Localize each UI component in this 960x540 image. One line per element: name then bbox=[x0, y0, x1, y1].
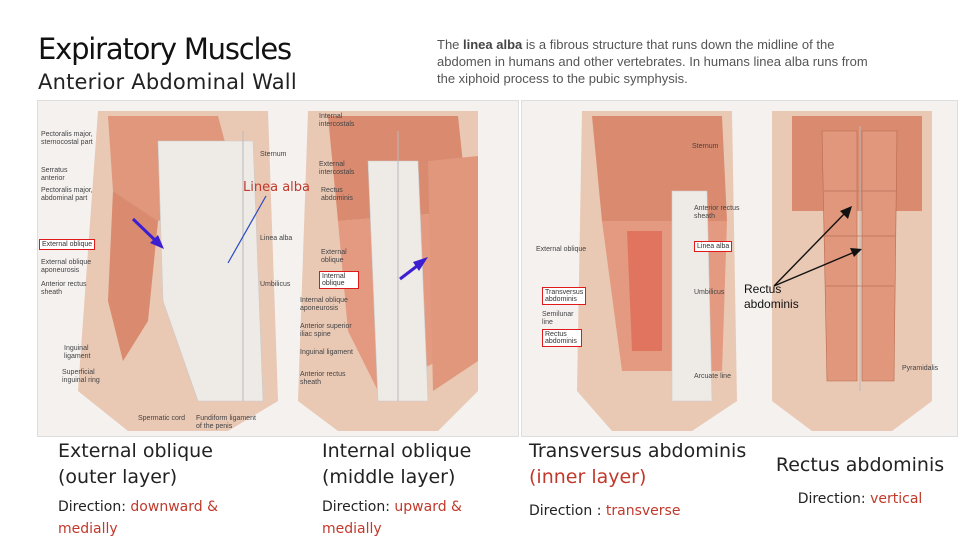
direction-value: vertical bbox=[870, 491, 923, 507]
label-anterior-superior-iliac-spine: Anterior superior iliac spine bbox=[300, 323, 352, 338]
anatomy-illustration-right bbox=[522, 101, 957, 436]
caption-rectus-direction: Direction: vertical bbox=[770, 488, 950, 510]
label-internal-intercostals: Internal intercostals bbox=[319, 113, 355, 128]
label-linea-alba-boxed: Linea alba bbox=[694, 241, 733, 252]
label-sternum-fig1: Sternum bbox=[260, 151, 287, 158]
caption-transversus-name: Transversus abdominis bbox=[529, 440, 747, 462]
label-external-oblique-fig2: External oblique bbox=[536, 246, 587, 253]
label-serratus-anterior: Serratus anterior bbox=[41, 167, 68, 182]
caption-internal-oblique: Internal oblique (middle layer) Directio… bbox=[322, 438, 522, 540]
direction-label: Direction: bbox=[58, 499, 131, 515]
caption-internal-oblique-direction: Direction: upward & medially bbox=[322, 496, 522, 540]
caption-transversus-direction: Direction : transverse bbox=[529, 500, 769, 522]
label-anterior-rectus-sheath-fig1: Anterior rectus sheath bbox=[300, 371, 346, 386]
label-sternum-fig2: Sternum bbox=[692, 143, 719, 150]
caption-rectus-abdominis: Rectus abdominis Direction: vertical bbox=[770, 452, 950, 510]
label-spermatic-cord: Spermatic cord bbox=[138, 415, 186, 422]
label-arcuate-line: Arcuate line bbox=[694, 373, 731, 380]
direction-value-line2: medially bbox=[322, 521, 382, 537]
label-inguinal-ligament-fig1: Inguinal ligament bbox=[300, 349, 353, 356]
direction-value: upward & bbox=[394, 499, 462, 515]
label-external-oblique-boxed: External oblique bbox=[39, 239, 96, 250]
direction-label: Direction: bbox=[322, 499, 395, 515]
label-rectus-abdominis-boxed: Rectus abdominis bbox=[542, 329, 582, 347]
rectus-annotation-line2: abdominis bbox=[744, 297, 799, 311]
label-transversus-abdominis-boxed: Transversus abdominis bbox=[542, 287, 586, 305]
direction-value: transverse bbox=[605, 503, 681, 519]
caption-transversus-abdominis: Transversus abdominis (inner layer) Dire… bbox=[529, 438, 769, 522]
label-internal-oblique-aponeurosis: Internal oblique aponeurosis bbox=[300, 297, 348, 312]
caption-rectus-name: Rectus abdominis bbox=[775, 454, 945, 476]
label-external-oblique-aponeurosis: External oblique aponeurosis bbox=[41, 259, 92, 274]
linea-alba-annotation: Linea alba bbox=[243, 180, 310, 195]
direction-value-line2: medially bbox=[58, 521, 118, 537]
linea-alba-description: The linea alba is a fibrous structure th… bbox=[437, 36, 877, 87]
rectus-annotation-line1: Rectus bbox=[744, 282, 782, 296]
slide-subtitle: Anterior Abdominal Wall bbox=[38, 70, 297, 94]
label-umbilicus-fig2: Umbilicus bbox=[694, 289, 725, 296]
caption-external-oblique-direction: Direction: downward & medially bbox=[58, 496, 288, 540]
label-anterior-rectus-sheath-fig2: Anterior rectus sheath bbox=[694, 205, 740, 220]
caption-external-oblique-layer: (outer layer) bbox=[58, 466, 178, 488]
label-superficial-inguinal-ring: Superficial inguinal ring bbox=[62, 369, 100, 384]
direction-label: Direction: bbox=[797, 491, 871, 507]
label-umbilicus-fig1: Umbilicus bbox=[260, 281, 291, 288]
label-pectoralis-major-abdominal: Pectoralis major, abdominal part bbox=[41, 187, 93, 202]
label-linea-alba-fig1: Linea alba bbox=[260, 235, 293, 242]
label-external-intercostals: External intercostals bbox=[319, 161, 355, 176]
label-pyramidalis: Pyramidalis bbox=[902, 365, 939, 372]
caption-external-oblique-name: External oblique bbox=[58, 440, 213, 462]
caption-internal-oblique-layer: (middle layer) bbox=[322, 466, 456, 488]
figure-transversus-rectus: Sternum Anterior rectus sheath Linea alb… bbox=[521, 100, 958, 437]
description-pre: The bbox=[437, 37, 464, 52]
label-internal-oblique-boxed: Internal oblique bbox=[319, 271, 359, 289]
description-term: linea alba bbox=[463, 37, 523, 52]
label-semilunar-line: Semilunar line bbox=[542, 311, 574, 326]
rectus-abdominis-annotation: Rectus abdominis bbox=[744, 282, 799, 312]
caption-transversus-layer: (inner layer) bbox=[529, 464, 769, 490]
description-post: is a fibrous structure that runs down th… bbox=[437, 37, 868, 86]
direction-value: downward & bbox=[130, 499, 218, 515]
caption-transversus-layer-text: (inner layer) bbox=[529, 466, 647, 488]
caption-internal-oblique-name: Internal oblique bbox=[322, 440, 472, 462]
label-external-oblique-fig1: External oblique bbox=[321, 249, 347, 264]
label-inguinal-ligament: Inguinal ligament bbox=[64, 345, 91, 360]
label-rectus-abdominis-fig1: Rectus abdominis bbox=[321, 187, 353, 202]
caption-external-oblique: External oblique (outer layer) Direction… bbox=[58, 438, 288, 540]
label-pectoralis-major-sternocostal: Pectoralis major, sternocostal part bbox=[41, 131, 93, 146]
direction-label: Direction : bbox=[529, 503, 606, 519]
label-fundiform-ligament: Fundiform ligament of the penis bbox=[196, 415, 256, 430]
slide-title: Expiratory Muscles bbox=[38, 32, 292, 66]
figure-external-internal-oblique: Pectoralis major, sternocostal part Serr… bbox=[37, 100, 519, 437]
label-anterior-rectus-sheath: Anterior rectus sheath bbox=[41, 281, 87, 296]
anatomy-illustration-left bbox=[38, 101, 518, 436]
